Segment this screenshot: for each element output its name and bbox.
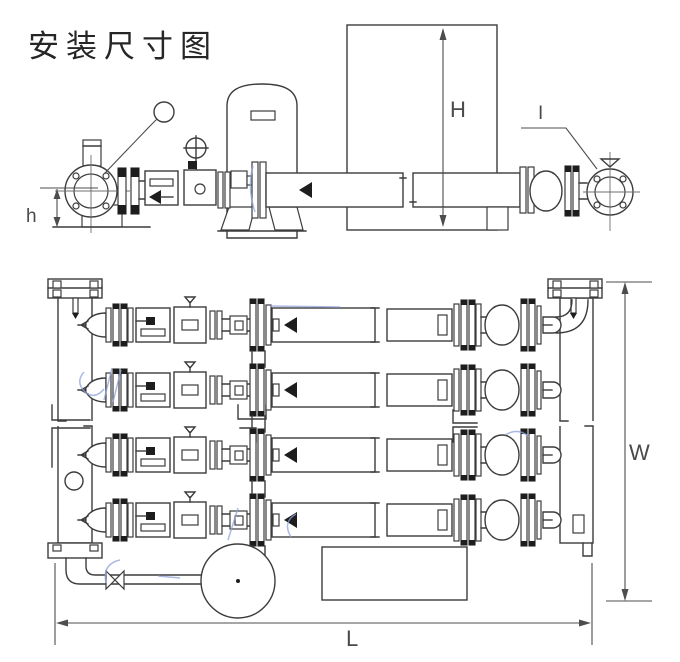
control-cabinet-plan (321, 546, 468, 601)
label-I: I (521, 103, 598, 170)
dim-label-L: L (346, 626, 358, 651)
pump-train-row-3 (77, 426, 562, 498)
baseframe-break-marks (51, 404, 594, 468)
discharge-assembly-side (519, 165, 588, 217)
header-port (64, 471, 84, 491)
dim-label-H: H (450, 97, 466, 122)
callout-balloon (153, 101, 175, 123)
side-elevation-view: 安装尺寸图 (26, 24, 640, 239)
drawing-title: 安装尺寸图 (28, 29, 218, 65)
pressure-tank-plan (200, 543, 276, 619)
scan-artifacts (79, 165, 530, 584)
dimension-h: h (26, 187, 98, 227)
dim-label-I: I (538, 103, 543, 124)
pump-train-row-2 (77, 361, 562, 433)
dim-label-W: W (629, 440, 650, 465)
dim-label-h: h (26, 206, 37, 227)
motor-side (230, 170, 248, 189)
callout-leader (103, 118, 158, 175)
valve-flange-pair-side (117, 167, 140, 215)
outlet-flange-side (583, 152, 640, 231)
pump-assembly-side (217, 161, 267, 219)
pump-train-row-1 (77, 296, 562, 368)
valve-actuator (82, 139, 102, 167)
pressure-gauge (183, 135, 209, 171)
inlet-flange-side (52, 139, 151, 233)
pump-train-row-4 (77, 491, 562, 563)
main-pipe-side (265, 172, 404, 208)
flow-arrow-side (299, 182, 312, 198)
drain-pipe-plan (65, 557, 202, 591)
pipe-support (486, 206, 509, 231)
discharge-header-plan (547, 278, 603, 557)
check-valve-side (138, 170, 179, 206)
flexible-joint-side (529, 170, 563, 212)
plan-view: W L (47, 165, 652, 651)
main-pipe-side-2 (412, 172, 521, 208)
valve-body-side (183, 169, 217, 206)
dimension-L: L (54, 563, 593, 651)
dimension-W: W (606, 281, 652, 602)
dimension-H: H (439, 28, 466, 227)
